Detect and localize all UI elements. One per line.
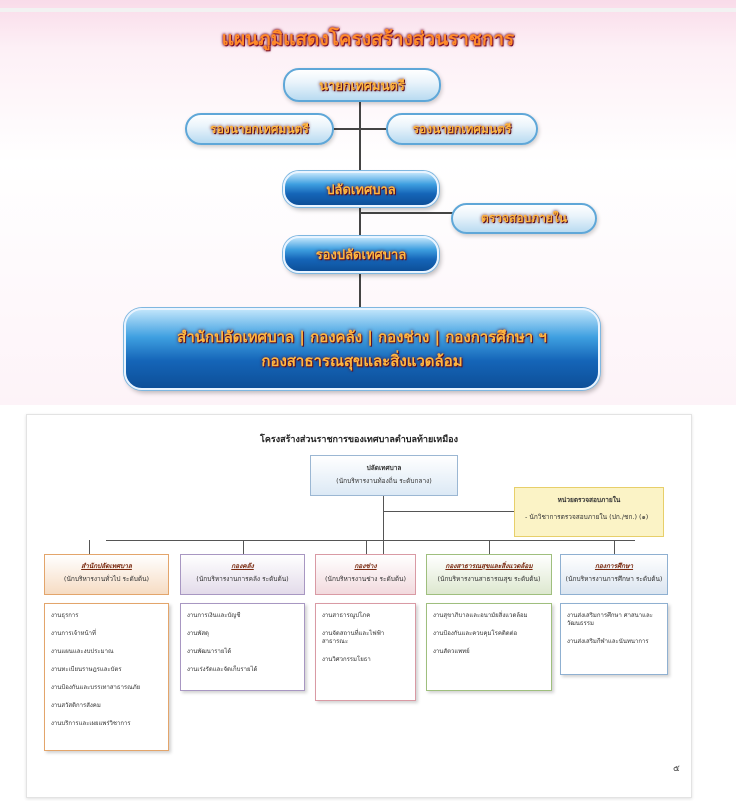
divisions-line-1: สำนักปลัดเทศบาล | กองคลัง | กองช่าง | กอ… [177,328,547,346]
orgchart-task-item: งานบริการและเผยแพร่วิชาการ [51,720,131,727]
orgchart-division-drop-line [89,540,90,554]
orgchart-task-item: งานสุขาภิบาลและอนามัยสิ่งแวดล้อม [433,612,528,619]
divisions-line-2: กองสาธารณสุขและสิ่งแวดล้อม [261,352,463,370]
orgchart-division-name: สำนักปลัดเทศบาล [81,562,132,570]
orgchart-trunk-line [383,496,384,554]
orgchart-division-sub: (นักบริหารงานสาธารณสุข ระดับต้น) [437,575,541,583]
infographic-panel: แผนภูมิแสดงโครงสร้างส่วนราชการ นายกเทศมน… [0,0,736,405]
orgchart-panel: โครงสร้างส่วนราชการของเทศบาลตำบลท้ายเหมื… [26,414,692,798]
deputy-mayor-left-box: รองนายกเทศมนตรี [185,113,334,145]
orgchart-division-header: สำนักปลัดเทศบาล (นักบริหารงานทั่วไป ระดับ… [44,554,169,595]
orgchart-task-item: งานส่งเสริมการศึกษา ศาสนาและวัฒนธรรม [567,612,653,627]
orgchart-branch-line [106,540,635,541]
orgchart-division-header: กองสาธารณสุขและสิ่งแวดล้อม (นักบริหารงานส… [426,554,552,595]
deputy-mayor-right-box: รองนายกเทศมนตรี [386,113,538,145]
top-divider [0,8,736,12]
orgchart-task-item: งานพัสดุ [187,630,209,637]
orgchart-division-sub: (นักบริหารงานการศึกษา ระดับต้น) [565,575,663,583]
deputy-clerk-box: รองปลัดเทศบาล [283,236,439,273]
orgchart-division-task-list: งานสุขาภิบาลและอนามัยสิ่งแวดล้อมงานป้องก… [426,603,552,691]
orgchart-division-sub: (นักบริหารงานช่าง ระดับต้น) [324,575,407,583]
orgchart-task-item: งานป้องกันและควบคุมโรคติดต่อ [433,630,518,637]
orgchart-division-sub: (นักบริหารงานทั่วไป ระดับต้น) [63,575,150,583]
orgchart-division-name: กองสาธารณสุขและสิ่งแวดล้อม [445,562,533,570]
orgchart-trunk-join [383,540,384,554]
divisions-box: สำนักปลัดเทศบาล | กองคลัง | กองช่าง | กอ… [124,308,600,390]
orgchart-division-drop-line [489,540,490,554]
orgchart-task-item: งานวิศวกรรมโยธา [322,656,371,663]
orgchart-top-name: ปลัดเทศบาล [366,464,402,472]
orgchart-task-item: งานการเงินและบัญชี [187,612,241,619]
orgchart-task-item: งานจัดสถานที่และไฟฟ้าสาธารณะ [322,630,385,645]
orgchart-top-sub: (นักบริหารงานท้องถิ่น ระดับกลาง) [336,477,432,485]
internal-audit-box: ตรวจสอบภายใน [451,203,597,234]
orgchart-audit-line [383,511,514,512]
orgchart-division-task-list: งานส่งเสริมการศึกษา ศาสนาและวัฒนธรรมงานส… [560,603,668,675]
orgchart-division-task-list: งานสาธารณูปโภคงานจัดสถานที่และไฟฟ้าสาธาร… [315,603,416,701]
orgchart-top-box: ปลัดเทศบาล (นักบริหารงานท้องถิ่น ระดับกล… [310,455,458,496]
orgchart-task-item: งานสัตวแพทย์ [433,648,470,655]
orgchart-division-drop-line [242,540,244,554]
deputy-connector [330,128,390,130]
orgchart-task-item: งานการเจ้าหน้าที่ [51,630,96,637]
orgchart-task-item: งานป้องกันและบรรเทาสาธารณภัย [51,684,141,691]
mayor-box: นายกเทศมนตรี [283,68,441,102]
orgchart-division-task-list: งานการเงินและบัญชีงานพัสดุงานพัฒนารายได้… [180,603,305,691]
orgchart-division-drop-line [614,540,615,554]
page-number: ๕ [673,764,680,774]
orgchart-task-item: งานส่งเสริมกีฬาและนันทนาการ [567,638,649,645]
orgchart-division-name: กองการศึกษา [594,562,634,570]
orgchart-audit-sub: - นักวิชาการตรวจสอบภายใน (ปก./ชก.) (๑) [525,513,649,521]
orgchart-task-item: งานสวัสดิการสังคม [51,702,101,709]
orgchart-task-item: งานแผนและงบประมาณ [51,648,114,655]
orgchart-division-drop-line [365,540,367,554]
orgchart-division-header: กองช่าง (นักบริหารงานช่าง ระดับต้น) [315,554,416,595]
orgchart-task-item: งานธุรการ [51,612,79,619]
orgchart-task-item: งานพัฒนารายได้ [187,648,232,655]
orgchart-audit-box: หน่วยตรวจสอบภายใน - นักวิชาการตรวจสอบภาย… [514,487,664,537]
orgchart-division-header: กองคลัง (นักบริหารงานการคลัง ระดับต้น) [180,554,305,595]
orgchart-title: โครงสร้างส่วนราชการของเทศบาลตำบลท้ายเหมื… [260,435,458,445]
orgchart-division-name: กองช่าง [354,562,377,570]
orgchart-task-item: งานสาธารณูปโภค [322,612,371,619]
municipal-clerk-box: ปลัดเทศบาล [283,171,439,207]
orgchart-division-header: กองการศึกษา (นักบริหารงานการศึกษา ระดับต้… [560,554,668,595]
infographic-title: แผนภูมิแสดงโครงสร้างส่วนราชการ [221,28,515,50]
orgchart-division-sub: (นักบริหารงานการคลัง ระดับต้น) [196,575,289,583]
orgchart-audit-name: หน่วยตรวจสอบภายใน [557,496,621,504]
audit-connector [360,212,455,214]
orgchart-division-name: กองคลัง [231,562,254,570]
orgchart-division-task-list: งานธุรการงานการเจ้าหน้าที่งานแผนและงบประ… [44,603,169,751]
orgchart-task-item: งานทะเบียนราษฎรและบัตร [51,666,122,673]
orgchart-task-item: งานเร่งรัดและจัดเก็บรายได้ [187,666,258,673]
